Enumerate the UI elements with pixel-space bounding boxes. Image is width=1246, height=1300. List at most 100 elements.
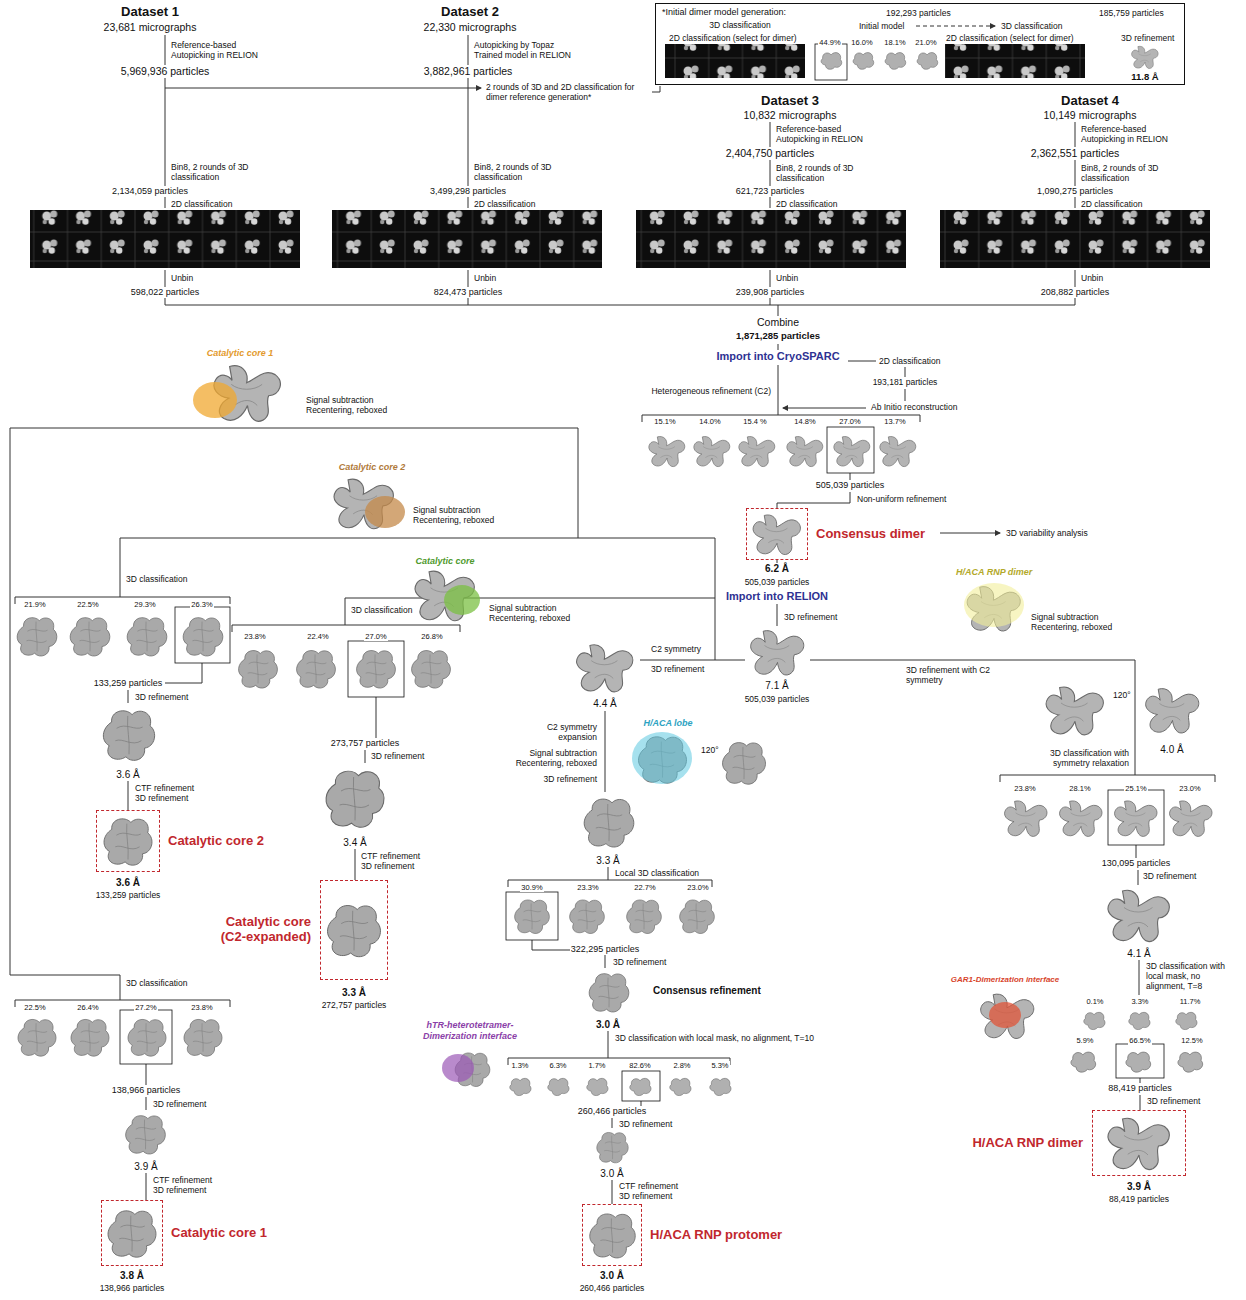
dataset-title: Dataset 4	[1060, 93, 1120, 109]
combined-count: 11.8 Å	[1130, 71, 1159, 82]
step-note: 138,966 particles	[99, 1283, 166, 1293]
particle-count: 260,466 particles	[577, 1106, 648, 1117]
step-note: Initial model	[858, 21, 905, 31]
final-resolution: 3.0 Å	[595, 1019, 621, 1031]
step-note: Signal subtraction Recentering, reboxed	[1030, 612, 1132, 632]
mask-overlay	[442, 1054, 474, 1082]
class-percent: 2.8%	[672, 1061, 691, 1070]
step-note: Reference-based Autopicking in RELION	[1080, 124, 1182, 144]
dataset-count: 22,330 micrographs	[423, 21, 518, 34]
step-note: CTF refinement 3D refinement	[618, 1181, 688, 1201]
density-map	[590, 1214, 635, 1258]
particle-count: 130,095 particles	[1101, 858, 1172, 869]
map-title: Catalytic core (C2-expanded)	[199, 915, 311, 945]
class-percent: 3.3%	[1130, 997, 1149, 1006]
class-average-gallery	[332, 210, 602, 268]
step-note: CTF refinement 3D refinement	[152, 1175, 222, 1195]
final-resolution: 3.3 Å	[341, 987, 367, 999]
mask-label: hTR-heterotetramer-Dimerization interfac…	[412, 1020, 529, 1042]
class-percent: 5.3%	[710, 1061, 729, 1070]
class-percent: 22.4%	[306, 632, 329, 641]
step-note: 3D classification	[125, 978, 188, 988]
step-note: Signal subtraction Recentering, reboxed	[412, 505, 514, 525]
class-average-gallery	[665, 44, 805, 78]
selected-class-box	[1108, 790, 1164, 845]
step-note: Non-uniform refinement	[856, 494, 947, 504]
class-percent: 27.0%	[364, 632, 387, 641]
class-percent: 5.9%	[1075, 1036, 1094, 1045]
software-step: Import into RELION	[725, 590, 829, 603]
mask-label: H/ACA RNP dimer	[955, 567, 1033, 578]
density-map	[1060, 801, 1103, 837]
class-percent: 15.1%	[653, 417, 676, 426]
step-note: 2D classification	[878, 356, 941, 366]
flow-line	[10, 428, 578, 1007]
final-resolution: 3.8 Å	[119, 1270, 145, 1282]
step-title: Consensus refinement	[652, 985, 762, 997]
density-map	[751, 631, 804, 675]
step-note: Bin8, 2 rounds of 3D classification	[473, 162, 555, 182]
dataset-count: 2,404,750 particles	[725, 147, 816, 160]
particle-count: 273,757 particles	[330, 738, 401, 749]
dataset-title: Dataset 3	[760, 93, 820, 109]
flow-line	[916, 26, 995, 27]
class-percent: 44.9%	[818, 38, 841, 47]
particle-count: 1,090,275 particles	[1036, 186, 1114, 197]
selected-class-box	[1116, 1044, 1164, 1078]
map-title: Consensus dimer	[816, 527, 925, 542]
step-note: 3D refinement	[612, 957, 667, 967]
step-note: 3D refinement	[650, 664, 705, 674]
step-note: Bin8, 2 rounds of 3D classification	[775, 163, 857, 183]
mask-overlay	[444, 585, 480, 615]
selected-class-box	[622, 1071, 660, 1101]
density-map	[834, 437, 870, 467]
particle-count: 598,022 particles	[130, 287, 201, 298]
density-map	[597, 1132, 628, 1162]
result-map-frame: Catalytic core (C2-expanded)	[320, 880, 388, 980]
density-map	[1005, 801, 1048, 837]
step-note: C2 symmetry	[650, 644, 702, 654]
map-title: Catalytic core 1	[171, 1226, 267, 1241]
step-note: Unbin	[1080, 273, 1104, 283]
class-percent: 22.5%	[76, 600, 99, 609]
class-percent: 1.3%	[510, 1061, 529, 1070]
mask-overlay	[989, 1002, 1021, 1028]
step-note: 2D classification	[775, 199, 838, 209]
step-note: 3D classification	[350, 605, 413, 615]
step-note: 3D refinement	[1146, 1096, 1201, 1106]
resolution-value: 3.0 Å	[599, 1168, 624, 1180]
density-map	[649, 437, 685, 467]
step-note: 2 rounds of 3D and 2D classification for…	[485, 82, 639, 102]
mask-label: GAR1-Dimerization interface	[950, 975, 1060, 985]
mask-overlay	[632, 732, 692, 784]
result-map-frame: Consensus dimer	[746, 508, 808, 560]
density-map	[753, 515, 800, 555]
density-map	[18, 1019, 56, 1056]
step-note: Reference-based Autopicking in RELION	[170, 40, 272, 60]
software-step: Import into CryoSPARC	[715, 350, 840, 363]
class-percent: 14.8%	[793, 417, 816, 426]
flow-line	[652, 86, 660, 92]
density-map	[412, 651, 451, 689]
class-average-gallery	[30, 210, 300, 268]
step-note: 260,466 particles	[579, 1283, 646, 1293]
selected-class-box	[506, 892, 558, 940]
step-note: Autopicking by Topaz Trained model in RE…	[473, 40, 585, 60]
resolution-value: 4.4 Å	[592, 698, 617, 710]
class-percent: 28.1%	[1068, 784, 1091, 793]
density-map	[1071, 1052, 1096, 1072]
density-map	[108, 1211, 156, 1257]
flow-line	[165, 305, 1075, 415]
step-note: 2D classification	[473, 199, 536, 209]
step-note: Signal subtraction Recentering, reboxed	[305, 395, 407, 415]
step-note: Unbin	[170, 273, 194, 283]
density-map	[1108, 1118, 1169, 1169]
density-map	[1126, 1052, 1151, 1072]
resolution-value: 4.0 Å	[1159, 744, 1184, 756]
map-title: H/ACA RNP dimer	[972, 1136, 1083, 1151]
step-note: 3D refinement	[1142, 871, 1197, 881]
class-percent: 23.8%	[190, 1003, 213, 1012]
density-map	[1046, 687, 1103, 735]
step-note: Bin8, 2 rounds of 3D classification	[1080, 163, 1162, 183]
density-map	[627, 900, 662, 934]
